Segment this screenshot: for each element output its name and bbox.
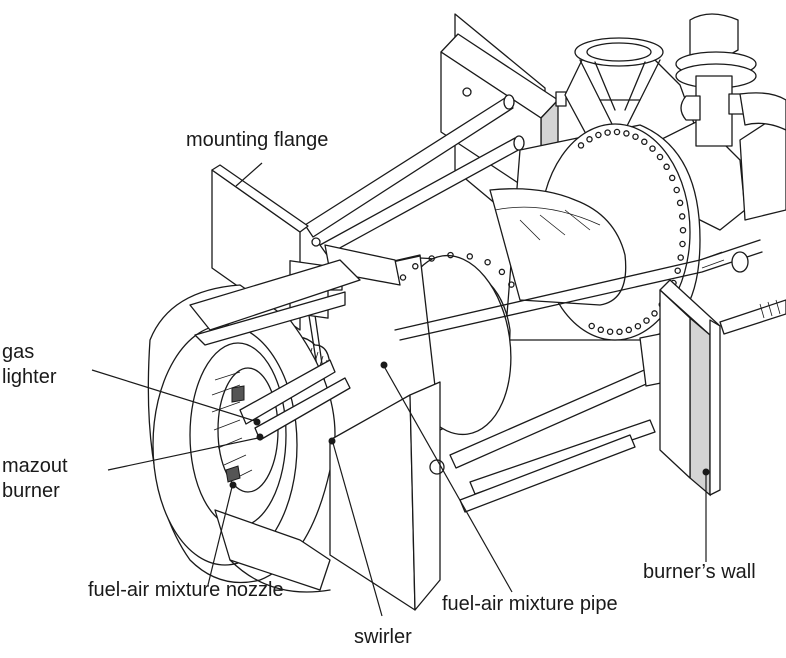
bolt-hole [649, 145, 656, 152]
bolt-hole [616, 328, 623, 336]
lower-panel [329, 381, 445, 611]
bolt-hole [679, 226, 687, 234]
bolt-hole [586, 136, 593, 143]
bolt-hole [588, 322, 595, 330]
bolt-hole [632, 133, 639, 140]
bolt-hole [508, 281, 515, 288]
bolt-hole [577, 142, 585, 149]
bolt-hole [613, 128, 621, 136]
pipe-bolt-holes [399, 251, 515, 288]
label-fuel-air-mixture-pipe: fuel-air mixture pipe [442, 593, 618, 615]
bolt-hole [643, 317, 650, 324]
leader-gas-lighter [91, 369, 256, 422]
label-mazout-burner-line1: mazout [2, 455, 68, 477]
bolt-hole [668, 174, 676, 182]
bolt-hole [656, 153, 664, 161]
bolt-hole [674, 267, 681, 274]
bolt-hole [604, 129, 611, 136]
leader-lines [91, 162, 710, 617]
leader-pipe [384, 367, 513, 593]
bolt-hole [595, 131, 602, 139]
bolt-hole [673, 186, 680, 194]
leader-mazout-burner [107, 437, 259, 471]
leader-nozzle [207, 486, 233, 586]
label-fuel-air-mixture-nozzle: fuel-air mixture nozzle [88, 579, 284, 601]
bolt-hole [634, 322, 642, 330]
bolt-hole [677, 254, 684, 261]
bolt-hole [678, 213, 686, 220]
back-wall-plate [440, 13, 567, 246]
leader-mounting-flange [235, 162, 263, 187]
bolt-hole [466, 253, 474, 260]
label-gas-lighter-line1: gas [2, 341, 34, 363]
bolt-hole [412, 263, 419, 270]
bolt-hole [623, 130, 630, 137]
chamber-bolt-holes [577, 128, 687, 336]
burner-nose [147, 259, 361, 593]
bolt-hole [641, 138, 648, 146]
burners-wall [659, 251, 725, 497]
label-burners-wall: burner’s wall [643, 561, 756, 583]
upper-rods [304, 94, 525, 256]
bolt-hole [447, 251, 454, 259]
bolt-hole [606, 328, 614, 335]
mixture-pipe [304, 254, 512, 456]
bolt-hole [651, 310, 658, 317]
leader-swirler [332, 442, 383, 617]
bolt-hole [428, 255, 435, 262]
bolt-hole [679, 240, 686, 248]
bolt-hole [498, 268, 506, 276]
combustion-chamber [489, 123, 701, 341]
bolt-hole [399, 274, 407, 281]
bolt-hole [663, 163, 670, 171]
bolt-hole [676, 199, 684, 207]
labels: mounting flange gas lighter mazout burne… [2, 129, 756, 648]
bolt-hole [484, 258, 491, 266]
bolt-hole [597, 326, 605, 334]
label-mazout-burner-line2: burner [2, 480, 60, 502]
bolt-hole [625, 326, 633, 334]
label-gas-lighter-line2: lighter [2, 366, 57, 388]
label-mounting-flange: mounting flange [186, 129, 328, 151]
label-swirler: swirler [354, 626, 412, 648]
